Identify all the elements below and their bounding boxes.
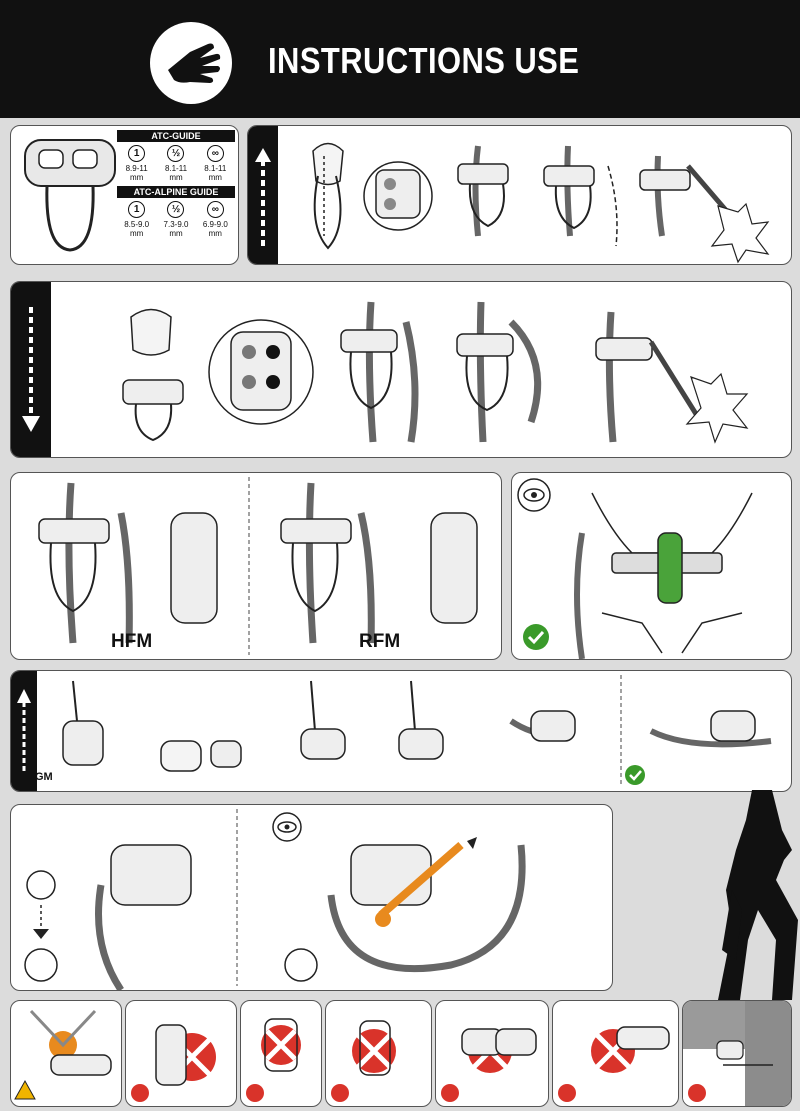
hfm-rfm-illustrations [38,477,478,655]
rope-slot-zoom-circle [208,319,314,425]
device-on-rope-2 [543,145,618,247]
up-arrow-icon [255,148,271,246]
warning-panel-6 [552,1000,679,1107]
warning-illustration-6 [558,1026,670,1102]
prohibited-icon [246,1084,264,1102]
twin-rope-icon: ∞ [206,145,224,162]
prohibited-icon [331,1084,349,1102]
warning-panel-5 [435,1000,549,1107]
device-on-rope-3 [639,155,770,264]
guide-mode-illustrations [17,675,772,787]
lowering-illustrations [22,301,749,444]
prohibited-icon [558,1084,576,1102]
warning-illustration-7 [683,1001,791,1106]
warning-illustration-5 [441,1028,537,1102]
climber-silhouette [718,790,798,1000]
warning-illustration-3 [246,1018,301,1102]
guide-mode-panel: GM [10,670,792,792]
rfm-label: RFM [359,631,401,652]
atc-alpine-guide-heading: ATC-ALPINE GUIDE [117,186,235,198]
atc-guide-heading: ATC-GUIDE [117,130,235,142]
gm-label: GM [35,771,53,783]
lowering-device-3 [595,311,749,444]
lead-belay-illustrations [255,142,770,264]
half-rope-icon: ½ [167,201,185,218]
hfm-device [38,482,218,644]
lowering-device-2 [456,301,542,443]
hand-with-rope-loop [312,142,344,250]
warning-panel-7 [682,1000,792,1107]
prohibited-icon [688,1084,706,1102]
warning-panel-2 [125,1000,237,1107]
hand-icon-badge [150,22,232,104]
atc-guide-device-illustration [24,139,116,252]
single-rope-icon: 1 [128,201,146,218]
page-title: INSTRUCTIONS USE [268,40,580,81]
green-carabiner [657,532,683,604]
lowering-panel [10,281,792,458]
down-arrow-icon [22,307,40,432]
lead-belay-panel [247,125,792,265]
single-rope-icon: 1 [128,145,146,162]
guide-step-4 [398,680,444,760]
harness-check-illustration [517,478,753,659]
fall-icon [284,948,318,982]
rfm-device [280,482,478,644]
warning-icon [14,1079,36,1100]
fall-icon [24,948,58,982]
guide-step-3 [300,680,346,760]
header-bar: INSTRUCTIONS USE [0,0,800,118]
prohibited-icon [131,1084,149,1102]
release-panel [10,804,613,991]
orange-release-tool [378,841,464,919]
check-icon [625,765,645,785]
guide-step-1 [62,680,104,766]
half-rope-icon: ½ [167,145,185,162]
guide-step-5 [509,710,576,742]
guide-step-6 [649,710,772,748]
warning-panel-4 [325,1000,432,1107]
lock-icon [26,870,56,900]
hfm-rfm-panel: HFM RFM [10,472,502,660]
check-icon [523,624,549,650]
harness-check-panel [511,472,792,660]
device-on-rope-1 [457,145,509,237]
twin-rope-icon: ∞ [206,201,224,218]
warning-panel-1 [10,1000,122,1107]
hfm-label: HFM [111,631,153,652]
prohibited-icon [441,1084,459,1102]
guide-step-2 [160,740,242,772]
warning-illustration-4 [331,1020,396,1102]
hand-and-device-closeup [122,308,184,442]
release-illustrations [24,809,526,990]
device-zoom-circle [363,161,433,231]
warning-panel-3 [240,1000,322,1107]
hand-icon [168,43,221,83]
warning-illustration-2 [131,1024,216,1102]
lowering-device-1 [340,301,419,443]
warning-illustration-1 [14,1009,112,1100]
